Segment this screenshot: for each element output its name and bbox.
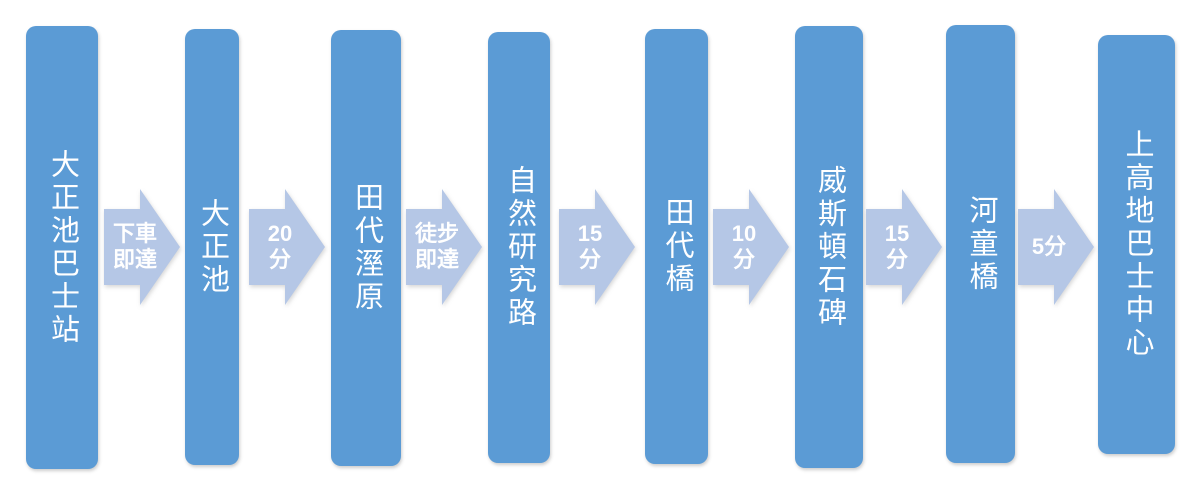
flow-node: 河童橋 [946,25,1015,463]
arrow-connector: 徒步 即達 [406,189,482,305]
arrow-connector: 15 分 [866,189,942,305]
flow-node: 大正池 [185,29,239,465]
right-arrow-icon [866,189,942,305]
node-label: 大正池巴士站 [46,148,79,347]
flow-node: 田代溼原 [331,30,401,466]
flow-node: 田代橋 [645,29,708,464]
node-label: 田代橋 [661,197,693,296]
node-label: 威斯頓石碑 [813,164,846,330]
right-arrow-icon [104,189,180,305]
node-label: 大正池 [196,197,229,297]
arrow-connector: 下車 即達 [104,189,180,305]
arrow-connector: 15 分 [559,189,635,305]
flow-node: 大正池巴士站 [26,26,98,469]
connector-label: 徒步 即達 [414,221,459,272]
node-label: 田代溼原 [350,182,383,314]
arrow-connector: 10 分 [713,189,789,305]
connector-label: 下車 即達 [112,221,157,272]
arrow-connector: 20 分 [249,189,325,305]
connector-label: 5分 [1031,234,1067,260]
flow-node: 自然研究路 [488,32,550,463]
right-arrow-icon [559,189,635,305]
right-arrow-icon [713,189,789,305]
connector-label: 10 分 [731,221,757,272]
flow-node: 威斯頓石碑 [795,26,863,468]
connector-label: 15 分 [884,221,910,272]
flow-node: 上高地巴士中心 [1098,35,1175,454]
right-arrow-icon [406,189,482,305]
arrow-connector: 5分 [1018,189,1094,305]
node-label: 河童橋 [965,194,997,294]
connector-label: 15 分 [577,221,603,272]
node-label: 上高地巴士中心 [1121,129,1153,360]
right-arrow-icon [1018,189,1094,305]
node-label: 自然研究路 [503,165,536,330]
right-arrow-icon [249,189,325,305]
connector-label: 20 分 [267,221,293,272]
